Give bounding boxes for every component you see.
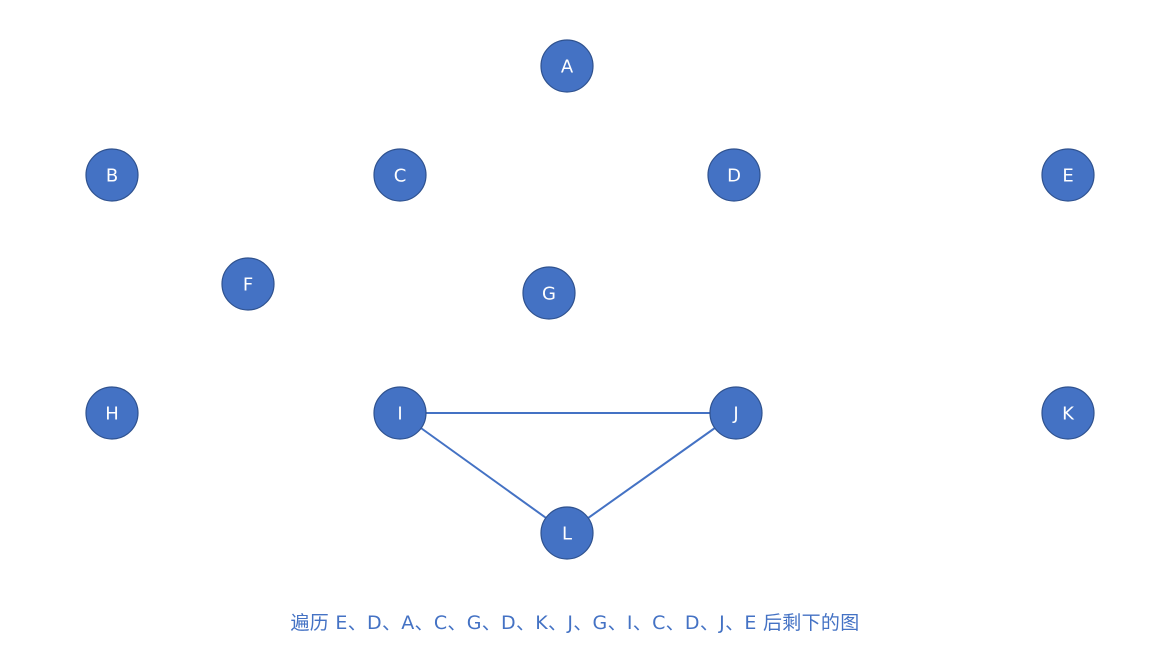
node-circle [707, 148, 761, 202]
node-k: K [1041, 386, 1095, 440]
node-circle [540, 39, 594, 93]
node-circle [85, 386, 139, 440]
node-circle [1041, 148, 1095, 202]
node-label: L [562, 524, 572, 545]
node-circle [373, 386, 427, 440]
node-circle [221, 257, 275, 311]
node-circle [85, 148, 139, 202]
node-circle [1041, 386, 1095, 440]
node-a: A [540, 39, 594, 93]
nodes-layer: A B C D E F G H I J K L [85, 39, 1095, 560]
node-label: H [105, 404, 119, 425]
node-i: I [373, 386, 427, 440]
node-label: B [106, 166, 118, 187]
node-j: J [709, 386, 763, 440]
node-label: G [542, 284, 556, 305]
edges-layer [399, 412, 737, 534]
node-label: I [397, 404, 402, 425]
node-l: L [540, 506, 594, 560]
node-label: D [727, 166, 741, 187]
node-h: H [85, 386, 139, 440]
node-label: F [243, 275, 253, 296]
node-label: K [1062, 404, 1075, 425]
node-f: F [221, 257, 275, 311]
node-circle [540, 506, 594, 560]
node-label: C [394, 166, 407, 187]
edge-j-l [566, 412, 737, 534]
node-label: J [732, 404, 738, 425]
node-b: B [85, 148, 139, 202]
node-e: E [1041, 148, 1095, 202]
node-label: A [561, 57, 574, 78]
node-g: G [522, 266, 576, 320]
diagram-caption: 遍历 E、D、A、C、G、D、K、J、G、I、C、D、J、E 后剩下的图 [290, 612, 860, 634]
node-circle [709, 386, 763, 440]
edge-i-l [399, 412, 568, 534]
node-circle [522, 266, 576, 320]
node-d: D [707, 148, 761, 202]
node-label: E [1062, 166, 1073, 187]
node-circle [373, 148, 427, 202]
node-c: C [373, 148, 427, 202]
